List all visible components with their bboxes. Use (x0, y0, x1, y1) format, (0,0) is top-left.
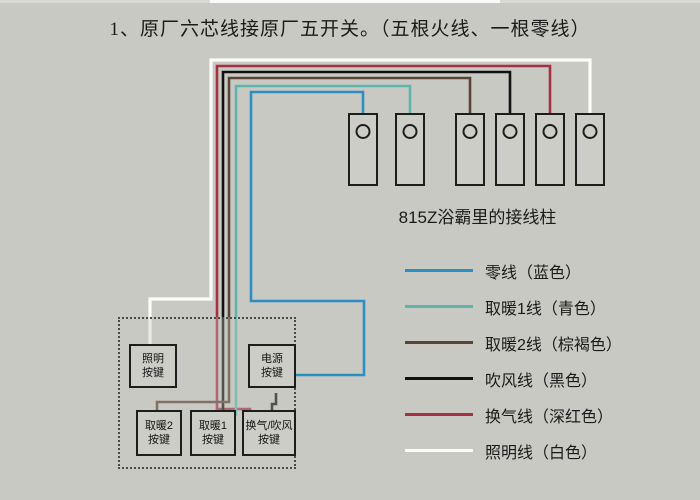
switch-button-vent-blower-line1: 换气/吹风 (245, 420, 293, 432)
legend-label-heat1: 取暖1线（青色） (485, 301, 606, 318)
wire-blower-black (221, 70, 512, 412)
terminal-post-light[interactable] (575, 113, 605, 186)
switch-button-lighting[interactable]: 照明 按键 (129, 344, 177, 388)
legend-swatch-lighting (405, 449, 473, 452)
switch-button-heat2-line2: 按键 (148, 434, 170, 446)
terminal-ring-icon (502, 124, 518, 139)
terminal-ring-icon (582, 124, 598, 139)
legend-swatch-vent (405, 413, 473, 416)
legend-item-lighting: 照明线（白色） (405, 435, 670, 471)
switch-button-vent-blower-line2: 按键 (258, 434, 280, 446)
legend-label-blower: 吹风线（黑色） (485, 373, 598, 390)
legend-item-neutral: 零线（蓝色） (405, 255, 670, 291)
wire-lighting-white (148, 58, 592, 344)
legend-swatch-heat2 (405, 341, 473, 344)
top-strip-highlight (210, 0, 500, 3)
switch-button-heat2-line1: 取暖2 (144, 420, 174, 432)
legend-swatch-blower (405, 377, 473, 380)
switch-button-lighting-line1: 照明 (142, 353, 164, 365)
wire-heat1-cyan (234, 84, 412, 416)
legend-swatch-heat1 (405, 305, 473, 308)
legend-swatch-neutral (405, 269, 473, 272)
switch-button-heat1[interactable]: 取暖1 按键 (190, 410, 236, 456)
switch-button-lighting-line2: 按键 (142, 367, 164, 379)
terminal-ring-icon (402, 124, 418, 139)
legend-label-lighting: 照明线（白色） (485, 445, 598, 462)
legend-label-heat2: 取暖2线（棕褐色） (485, 337, 622, 354)
switch-button-power-line2: 按键 (261, 367, 283, 379)
terminal-post-vent[interactable] (535, 113, 565, 186)
switch-button-heat2[interactable]: 取暖2 按键 (136, 410, 182, 456)
legend: 零线（蓝色） 取暖1线（青色） 取暖2线（棕褐色） 吹风线（黑色） 换气线（深红… (405, 255, 670, 471)
switch-button-power-line1: 电源 (261, 353, 283, 365)
legend-label-vent: 换气线（深红色） (485, 409, 614, 426)
terminal-ring-icon (462, 124, 478, 139)
switch-button-heat1-line2: 按键 (202, 434, 224, 446)
switch-button-vent-blower[interactable]: 换气/吹风 按键 (242, 410, 296, 456)
legend-item-blower: 吹风线（黑色） (405, 363, 670, 399)
switch-button-power[interactable]: 电源 按键 (248, 344, 296, 388)
legend-label-neutral: 零线（蓝色） (485, 265, 582, 282)
wire-neutral-blue (249, 90, 366, 377)
terminal-post-neutral[interactable] (348, 113, 378, 186)
switch-button-heat1-line1: 取暖1 (198, 420, 228, 432)
legend-item-heat1: 取暖1线（青色） (405, 291, 670, 327)
terminal-post-heat2[interactable] (455, 113, 485, 186)
terminal-block-caption: 815Z浴霸里的接线柱 (398, 208, 557, 227)
terminal-post-blower[interactable] (495, 113, 525, 186)
page-title: 1、原厂六芯线接原厂五开关。（五根火线、一根零线） (109, 19, 591, 40)
terminal-ring-icon (355, 124, 371, 139)
terminal-ring-icon (542, 124, 558, 139)
legend-item-vent: 换气线（深红色） (405, 399, 670, 435)
wire-heat2-brown (155, 76, 472, 416)
legend-item-heat2: 取暖2线（棕褐色） (405, 327, 670, 363)
terminal-post-heat1[interactable] (395, 113, 425, 186)
